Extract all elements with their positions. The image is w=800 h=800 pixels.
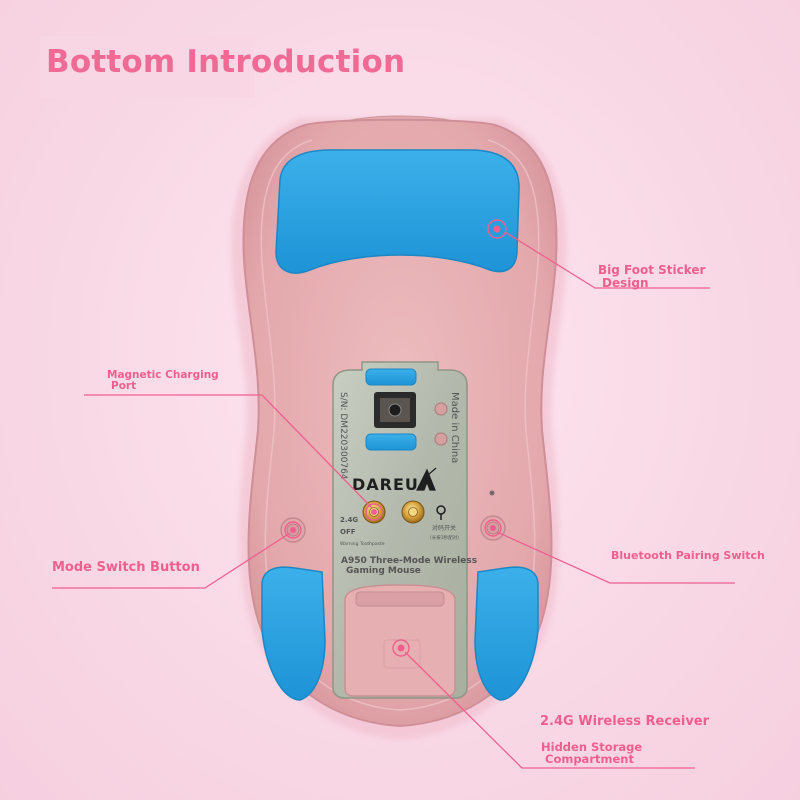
- body-bevel: [260, 139, 540, 711]
- label-storage-line1: Hidden Storage: [541, 740, 642, 754]
- brand-logo: DAREU: [352, 475, 419, 494]
- status-led: [489, 490, 495, 496]
- title-background: [40, 36, 254, 98]
- plate-pairing: 对码开关: [432, 524, 456, 532]
- bottom-right-foot: [474, 566, 539, 701]
- label-bluetooth: Bluetooth Pairing Switch: [611, 549, 765, 562]
- plate-model-line1: A950 Three-Mode Wireless: [341, 556, 477, 566]
- plate-origin: Made in China: [449, 392, 460, 463]
- label-magnetic-line2: Port: [111, 380, 136, 392]
- marker-bluetooth: [484, 519, 502, 537]
- marker-mode: [284, 521, 302, 539]
- leader-mode: [52, 532, 291, 589]
- sensor-top-skate: [365, 368, 417, 386]
- leader-storage: [404, 651, 695, 769]
- marker-storage: [392, 639, 410, 657]
- label-mode-switch: Mode Switch Button: [52, 560, 200, 575]
- marker-magnetic: [365, 503, 383, 521]
- page-title: Bottom Introduction: [46, 44, 406, 80]
- label-big-foot-line2: Design: [602, 276, 649, 290]
- bottom-left-foot: [261, 566, 326, 701]
- sensor-lens: [388, 403, 402, 417]
- leader-big-foot: [504, 231, 710, 289]
- leader-magnetic: [84, 394, 373, 509]
- big-foot-sticker: [275, 149, 520, 274]
- marker-big-foot: [487, 219, 507, 239]
- plate-model-line2: Gaming Mouse: [346, 566, 421, 576]
- brand-mark-icon: [416, 467, 437, 491]
- plate-pairing-sub: (长按3秒配对): [430, 534, 459, 541]
- plate-serial: S/N: DM220300764: [338, 392, 348, 480]
- sensor-bottom-skate: [365, 433, 417, 451]
- label-storage-line2: Compartment: [545, 752, 634, 766]
- label-big-foot-line1: Big Foot Sticker: [598, 263, 706, 277]
- mode-2.4g-label: 2.4G: [340, 516, 358, 524]
- plate-warning: Warning Toothpaste: [340, 541, 385, 547]
- label-magnetic-line1: Magnetic Charging: [107, 369, 219, 381]
- mode-off-label: OFF: [340, 528, 356, 536]
- label-receiver: 2.4G Wireless Receiver: [540, 714, 710, 729]
- leader-bluetooth: [496, 531, 735, 584]
